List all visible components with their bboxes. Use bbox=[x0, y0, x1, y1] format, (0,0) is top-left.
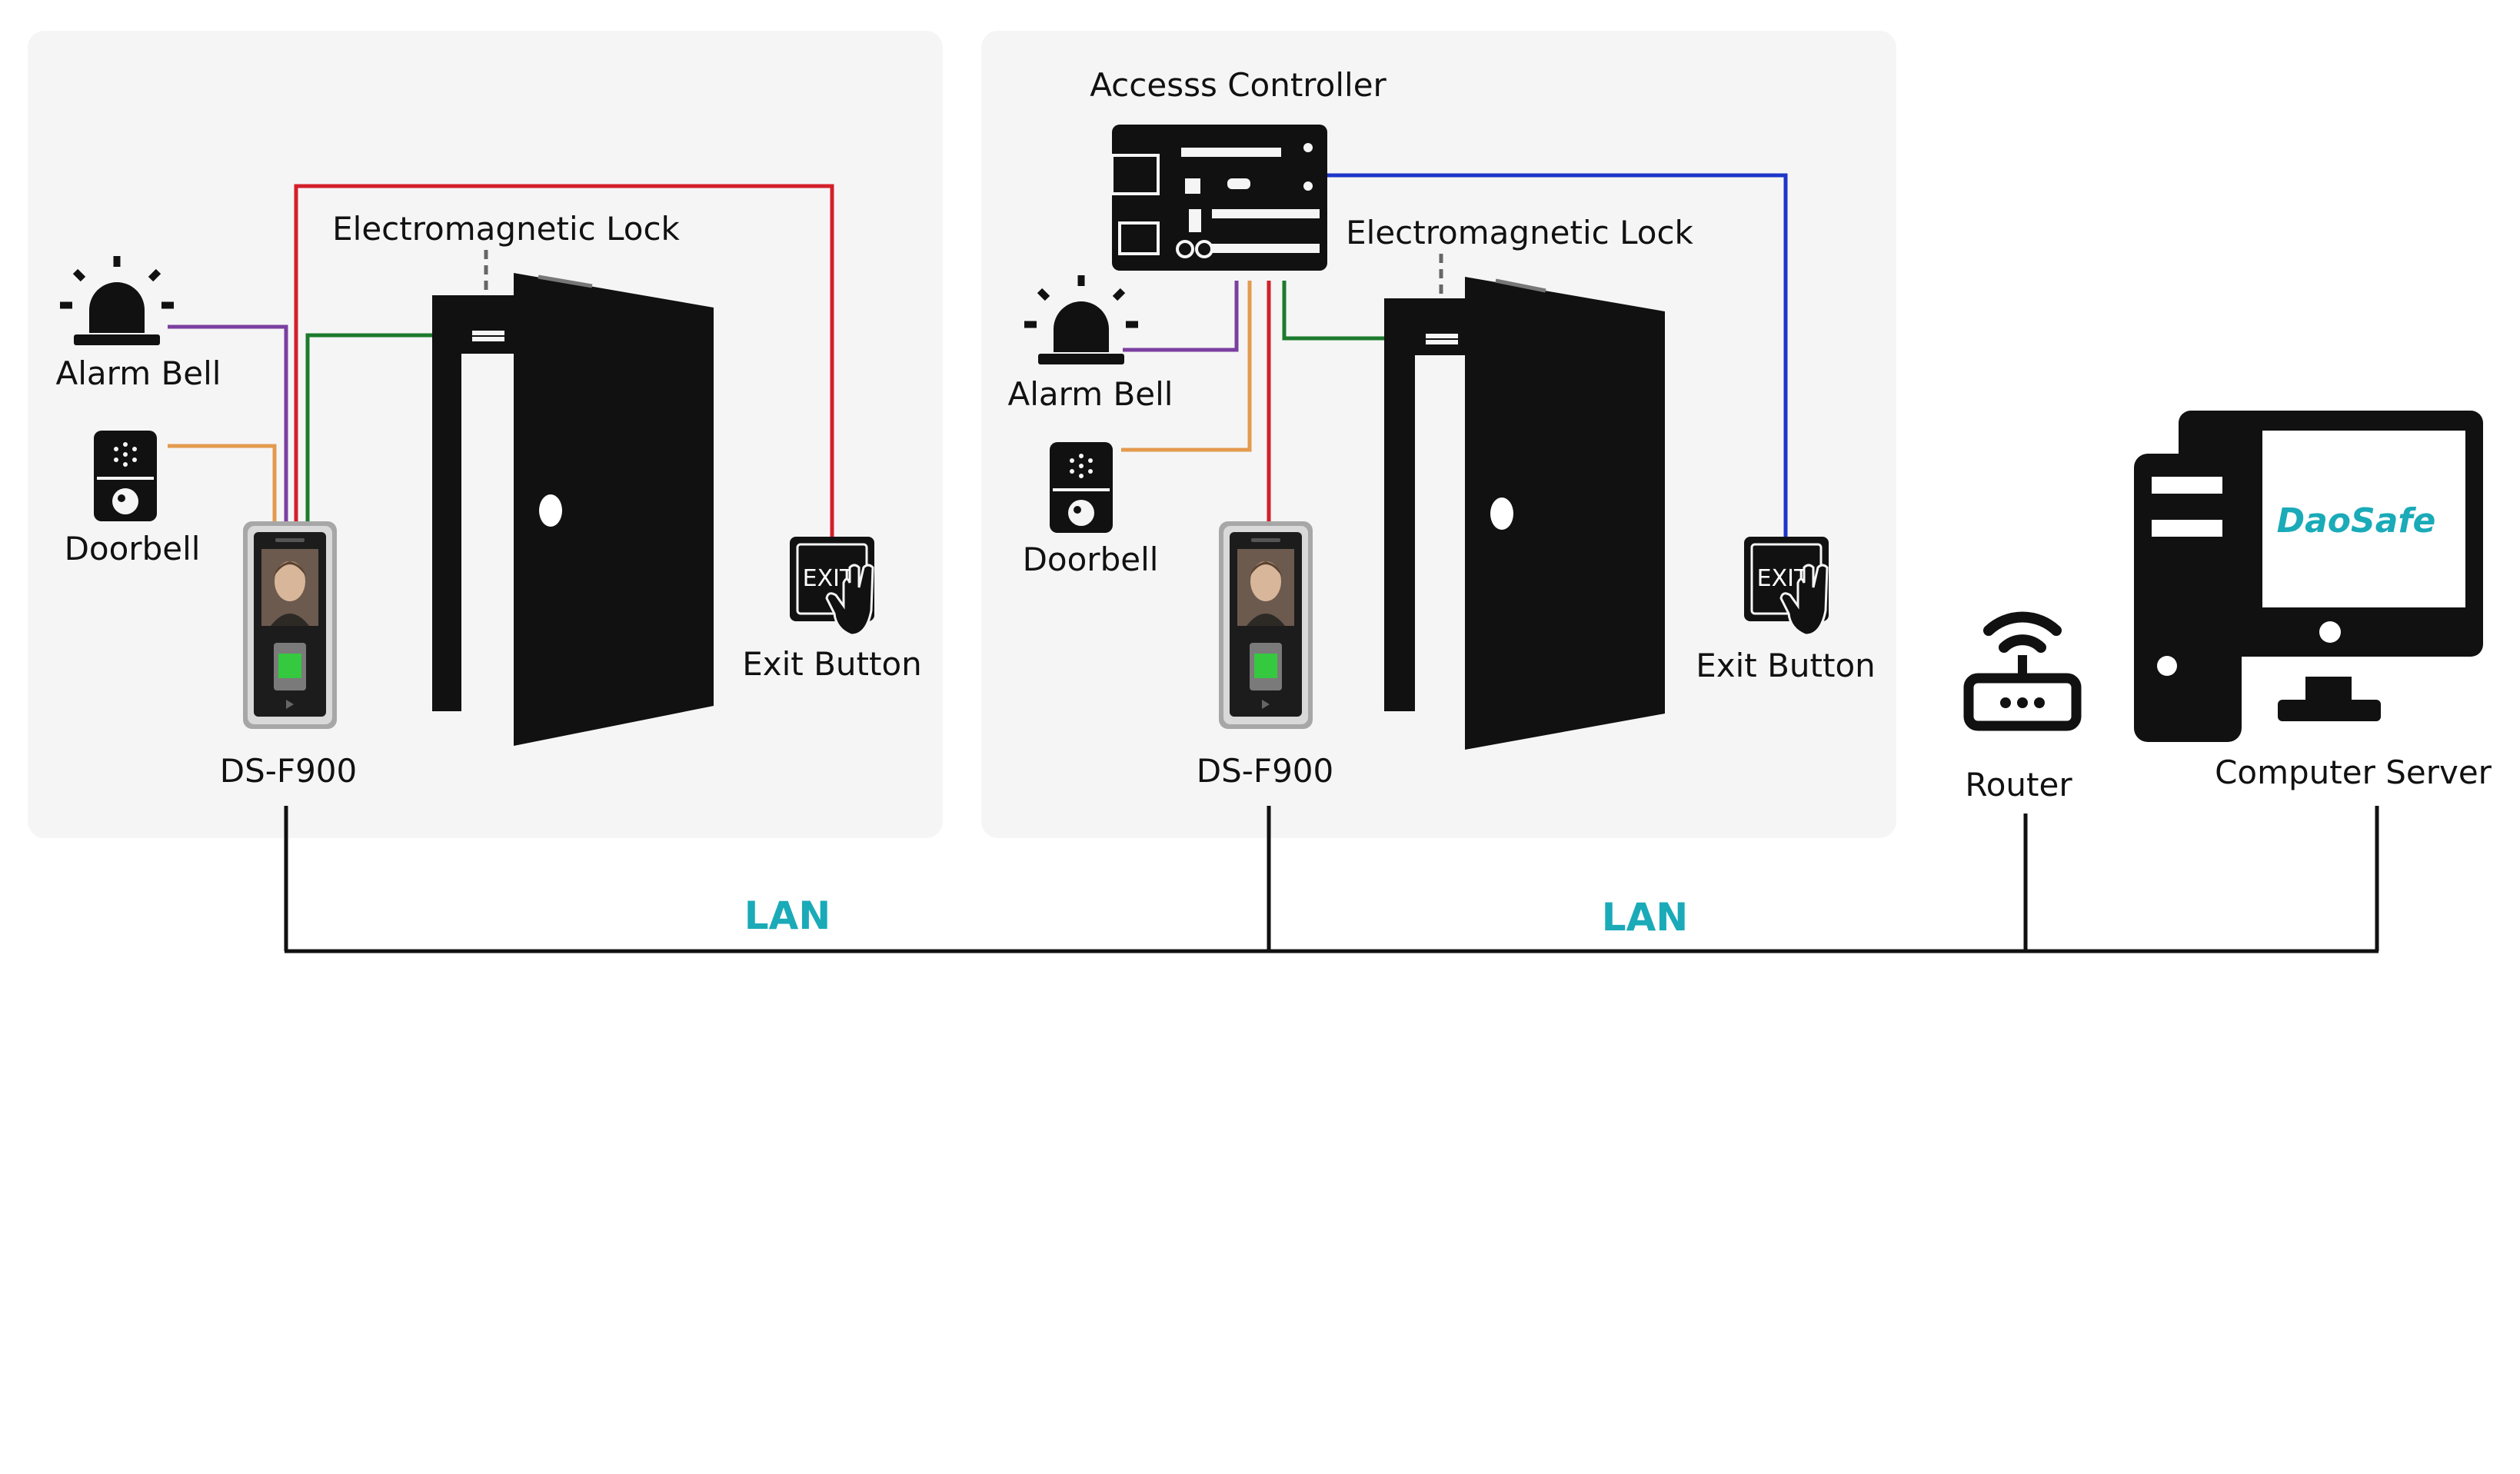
ds-f900-reader-icon bbox=[243, 521, 337, 729]
wire-orange-right bbox=[1121, 281, 1252, 452]
router-icon bbox=[1963, 611, 2082, 731]
door-icon bbox=[432, 273, 714, 746]
alarm-bell-icon bbox=[60, 256, 174, 345]
controller-label: Accesss Controller bbox=[1090, 66, 1386, 104]
alarm-bell-label: Alarm Bell bbox=[1008, 375, 1173, 413]
lock-label: Electromagnetic Lock bbox=[332, 210, 680, 248]
ds-f900-reader-icon bbox=[1219, 521, 1313, 729]
wire-purple-right bbox=[1123, 281, 1239, 352]
computer-server-icon bbox=[2134, 411, 2483, 742]
electromagnetic-lock-icon bbox=[466, 325, 511, 347]
access-controller-board-icon bbox=[1110, 125, 1327, 271]
electromagnetic-lock-icon bbox=[1420, 328, 1464, 350]
wire-red-left bbox=[294, 184, 834, 538]
lan-bus bbox=[284, 806, 2379, 953]
lan-label: LAN bbox=[744, 893, 831, 938]
alarm-bell-icon bbox=[1024, 275, 1138, 364]
exit-button-icon: EXIT bbox=[790, 537, 874, 637]
doorbell-label: Doorbell bbox=[1023, 541, 1159, 578]
wire-green-left bbox=[305, 333, 477, 534]
reader-label: DS-F900 bbox=[220, 752, 357, 790]
server-brand-logo: DaoSafe bbox=[2277, 501, 2436, 541]
doorbell-icon bbox=[1050, 442, 1113, 533]
wire-green-right bbox=[1282, 281, 1423, 341]
wire-orange-left bbox=[168, 444, 277, 534]
panel-left bbox=[28, 31, 943, 838]
alarm-bell-label: Alarm Bell bbox=[56, 354, 221, 392]
exit-button-icon: EXIT bbox=[1744, 537, 1829, 637]
lan-label: LAN bbox=[1602, 895, 1688, 940]
wire-purple-left bbox=[168, 324, 288, 534]
exit-button-label: Exit Button bbox=[742, 645, 922, 683]
left-wires bbox=[168, 184, 834, 538]
exit-button-label: Exit Button bbox=[1696, 647, 1876, 684]
doorbell-icon bbox=[94, 431, 157, 521]
router-label: Router bbox=[1965, 766, 2072, 804]
wire-blue-right bbox=[1323, 173, 1788, 538]
computer-server-label: Computer Server bbox=[2215, 754, 2492, 791]
doorbell-label: Doorbell bbox=[65, 530, 201, 567]
reader-label: DS-F900 bbox=[1197, 752, 1333, 790]
door-icon bbox=[1384, 277, 1665, 750]
lock-label: Electromagnetic Lock bbox=[1346, 214, 1693, 251]
right-wires bbox=[1121, 173, 1788, 538]
